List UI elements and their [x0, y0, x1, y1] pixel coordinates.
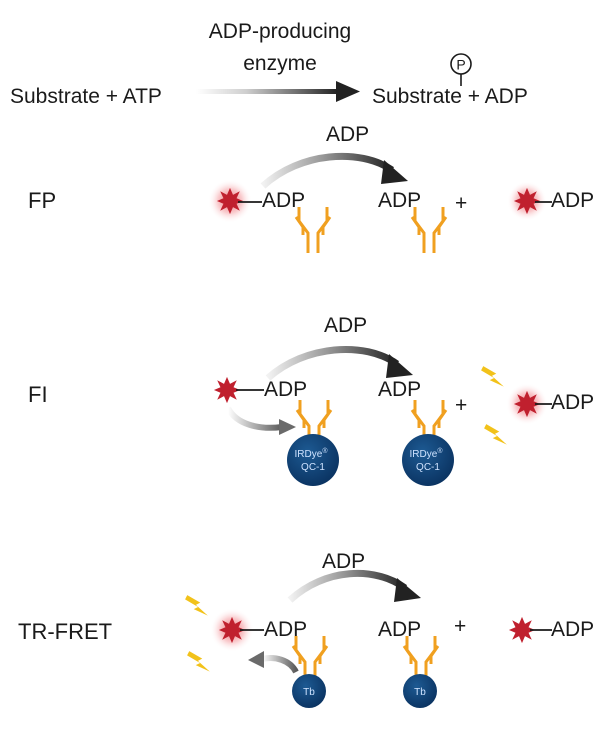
antibody-y-icon	[410, 205, 448, 255]
trfret-fret-arrow	[248, 651, 299, 674]
fi-free-tracer-adp-label: ADP	[551, 391, 594, 414]
trfret-tracer-free	[508, 616, 552, 644]
reaction-left-side: Substrate + ATP	[10, 85, 162, 108]
lightning-flash-icon	[185, 595, 208, 616]
terbium-bead-icon: Tb	[292, 674, 326, 708]
fp-tracer-adp-label: ADP	[262, 189, 305, 212]
fi-tracer-bound	[213, 376, 264, 404]
lightning-flash-icon	[484, 424, 507, 445]
fi-row-label: FI	[28, 382, 48, 407]
fp-displacement-arrow	[260, 152, 408, 189]
trfret-competitor-adp-label: ADP	[322, 550, 365, 573]
fi-quencher-label-1: IRDye®	[295, 447, 329, 460]
quencher-bead-icon: IRDye® QC-1	[402, 434, 454, 486]
fp-row-label: FP	[28, 188, 56, 213]
trfret-free-adp-label: ADP	[378, 618, 421, 641]
phosphate-group-icon: P	[450, 53, 472, 86]
fp-plus-sign: +	[455, 192, 467, 215]
fi-displacement-arrow	[265, 346, 413, 381]
reaction-right-side: Substrate + ADP	[372, 85, 528, 108]
star-burst-tracer-icon	[513, 187, 541, 215]
trfret-donor-label-1: Tb	[303, 687, 315, 698]
fi-quencher-label-3: IRDye®	[410, 447, 444, 460]
lightning-flash-icon	[187, 651, 210, 672]
quencher-bead-icon: IRDye® QC-1	[287, 434, 339, 486]
phosphate-symbol: P	[456, 57, 465, 73]
fi-plus-sign: +	[455, 394, 467, 417]
fp-free-tracer-adp-label: ADP	[551, 189, 594, 212]
trfret-row-label: TR-FRET	[18, 619, 112, 644]
trfret-donor-label-2: Tb	[414, 687, 426, 698]
trfret-displacement-arrow	[287, 569, 421, 603]
lightning-flash-icon	[481, 366, 504, 387]
fi-quencher-label-4: QC-1	[416, 462, 440, 473]
enzyme-label-line2: enzyme	[243, 52, 317, 75]
fi-quencher-label-2: QC-1	[301, 462, 325, 473]
fi-free-adp-label: ADP	[378, 378, 421, 401]
fp-competitor-adp-label: ADP	[326, 123, 369, 146]
trfret-free-tracer-adp-label: ADP	[551, 618, 594, 641]
fi-competitor-adp-label: ADP	[324, 314, 367, 337]
fi-quench-arrow	[225, 406, 296, 435]
fi-tracer-adp-label: ADP	[264, 378, 307, 401]
fi-tracer-free	[506, 383, 552, 425]
trfret-tracer-bound	[210, 608, 264, 652]
fp-tracer-bound	[208, 179, 262, 223]
fp-tracer-free	[507, 181, 552, 221]
fp-free-adp-label: ADP	[378, 189, 421, 212]
star-burst-tracer-icon	[216, 187, 244, 215]
antibody-y-icon	[294, 205, 332, 255]
terbium-bead-icon: Tb	[403, 674, 437, 708]
trfret-plus-sign: +	[454, 615, 466, 638]
trfret-tracer-adp-label: ADP	[264, 618, 307, 641]
reaction-arrow	[196, 81, 360, 102]
enzyme-label-line1: ADP-producing	[209, 20, 351, 43]
